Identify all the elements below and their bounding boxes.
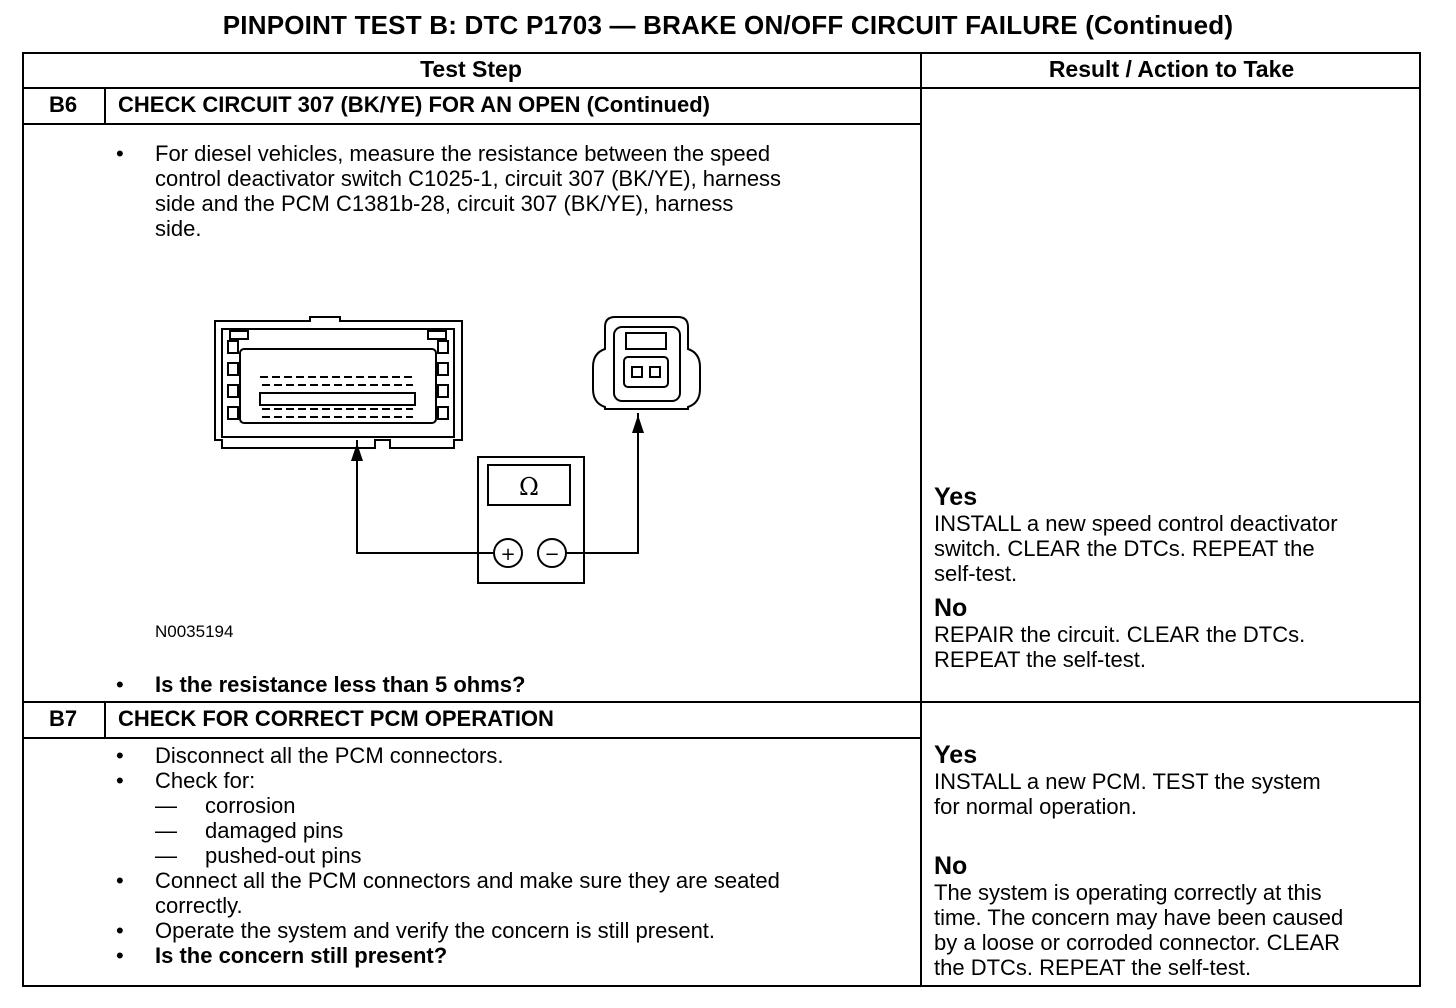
bullet-icon: •: [116, 141, 124, 166]
b6-yes-label: Yes: [934, 483, 978, 511]
bullet-icon: •: [116, 672, 124, 697]
instruction-line: Connect all the PCM connectors and make …: [155, 868, 780, 893]
probe-tip: [351, 443, 363, 461]
b7-yes-label: Yes: [934, 741, 978, 769]
bullet-icon: •: [116, 768, 124, 793]
pinpoint-test-table: [22, 52, 1421, 987]
action-line: self-test.: [934, 561, 1018, 586]
minus-terminal-label: −: [544, 544, 559, 565]
b7-subitem: damaged pins: [205, 818, 344, 843]
plus-terminal-label: +: [500, 544, 515, 565]
bullet-icon: •: [116, 918, 124, 943]
b7-yes-action: INSTALL a new PCM. TEST the system for n…: [934, 769, 1414, 819]
b7-item-connect: Connect all the PCM connectors and make …: [155, 868, 915, 918]
page-title: PINPOINT TEST B: DTC P1703 — BRAKE ON/OF…: [222, 10, 1234, 40]
b7-subitem: corrosion: [205, 793, 296, 818]
b7-no-label: No: [934, 852, 968, 880]
action-line: by a loose or corroded connector. CLEAR: [934, 930, 1341, 955]
header-divider: [22, 87, 1421, 89]
bullet-icon: •: [116, 868, 124, 893]
step-title-b6: CHECK CIRCUIT 307 (BK/YE) FOR AN OPEN (C…: [118, 92, 710, 117]
negative-lead: [566, 413, 639, 554]
b7-item-operate: Operate the system and verify the concer…: [155, 918, 716, 943]
step-id-b7: B7: [48, 706, 78, 731]
ohm-symbol: Ω: [519, 473, 539, 501]
positive-lead: [356, 440, 494, 554]
action-line: REPEAT the self-test.: [934, 647, 1146, 672]
figure-id: N0035194: [155, 622, 234, 641]
b6-title-divider: [22, 123, 921, 125]
action-line: for normal operation.: [934, 794, 1137, 819]
switch-connector: [592, 316, 701, 410]
b6-instruction: For diesel vehicles, measure the resista…: [155, 141, 915, 241]
action-line: INSTALL a new PCM. TEST the system: [934, 769, 1321, 794]
b7-title-divider: [22, 737, 921, 739]
dash-icon: —: [155, 818, 177, 843]
b7-id-divider: [104, 701, 106, 738]
instruction-line: correctly.: [155, 893, 243, 918]
action-line: The system is operating correctly at thi…: [934, 880, 1322, 905]
instruction-line: For diesel vehicles, measure the resista…: [155, 141, 771, 166]
b6-b7-divider: [22, 701, 1421, 703]
column-divider: [920, 52, 922, 987]
step-id-b6: B6: [48, 92, 78, 117]
action-line: INSTALL a new speed control deactivator: [934, 511, 1338, 536]
instruction-line: side.: [155, 216, 202, 241]
resistance-measurement-diagram: Ω + −: [214, 316, 701, 584]
b6-question: Is the resistance less than 5 ohms?: [155, 672, 526, 697]
probe-tip: [632, 415, 644, 433]
action-line: switch. CLEAR the DTCs. REPEAT the: [934, 536, 1315, 561]
instruction-line: side and the PCM C1381b-28, circuit 307 …: [155, 191, 734, 216]
b6-no-action: REPAIR the circuit. CLEAR the DTCs. REPE…: [934, 622, 1414, 672]
step-title-b7: CHECK FOR CORRECT PCM OPERATION: [118, 706, 554, 731]
dash-icon: —: [155, 793, 177, 818]
b7-item-disconnect: Disconnect all the PCM connectors.: [155, 743, 504, 768]
b7-no-action: The system is operating correctly at thi…: [934, 880, 1414, 980]
action-line: REPAIR the circuit. CLEAR the DTCs.: [934, 622, 1306, 647]
bullet-icon: •: [116, 943, 124, 968]
bullet-icon: •: [116, 743, 124, 768]
pcm-connector: [214, 316, 463, 449]
b6-yes-action: INSTALL a new speed control deactivator …: [934, 511, 1414, 586]
column-header-result: Result / Action to Take: [1048, 56, 1295, 82]
column-header-test-step: Test Step: [420, 56, 522, 82]
action-line: time. The concern may have been caused: [934, 905, 1344, 930]
instruction-line: control deactivator switch C1025-1, circ…: [155, 166, 782, 191]
action-line: the DTCs. REPEAT the self-test.: [934, 955, 1252, 980]
dash-icon: —: [155, 843, 177, 868]
b6-no-label: No: [934, 594, 968, 622]
b6-id-divider: [104, 87, 106, 124]
b7-question: Is the concern still present?: [155, 943, 448, 968]
b7-item-check: Check for:: [155, 768, 256, 793]
b7-subitem: pushed-out pins: [205, 843, 362, 868]
